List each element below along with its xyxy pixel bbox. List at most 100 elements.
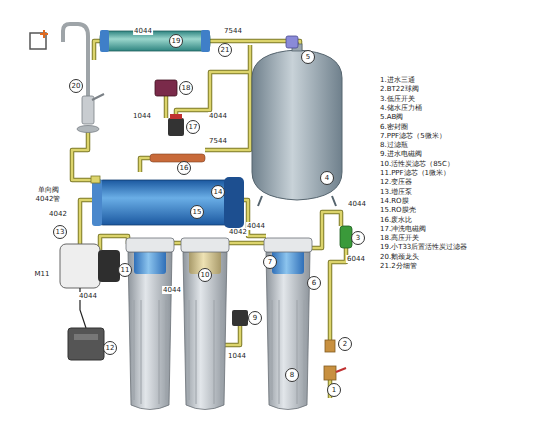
flow-restrictor xyxy=(150,154,205,162)
part-list-item: 11.PPF滤芯（1微米） xyxy=(380,169,450,178)
callout-number: 21 xyxy=(218,43,232,57)
pipe xyxy=(100,236,128,250)
pipe-label: 4044 xyxy=(347,200,367,208)
callout-number: 2 xyxy=(338,337,352,351)
pipe-outline xyxy=(72,132,95,180)
callout-number: 5 xyxy=(301,50,315,64)
pipe xyxy=(165,96,168,118)
pipe xyxy=(210,40,290,43)
pipe-label: 单向阀 xyxy=(37,186,60,194)
filter-housing xyxy=(126,238,312,410)
pipe-label: 6044 xyxy=(346,255,366,263)
inlet-valve xyxy=(336,368,346,372)
part-list-item: 7.PPF滤芯（5微米） xyxy=(380,132,446,141)
high-pressure-switch xyxy=(155,80,177,96)
filter-housing xyxy=(181,238,229,252)
booster-pump xyxy=(60,244,120,328)
part-list-item: 21.2分细管 xyxy=(380,262,417,271)
callout-number: 1 xyxy=(327,383,341,397)
callout-number: 16 xyxy=(177,161,191,175)
part-list-item: 2.BT22球阀 xyxy=(380,85,419,94)
pipe-label: 4044 xyxy=(246,222,266,230)
inlet-valve xyxy=(325,340,335,352)
callout-number: 14 xyxy=(211,185,225,199)
ro-housing xyxy=(224,177,244,228)
flow-restrictor xyxy=(150,154,205,162)
part-list-item: 9.进水电磁阀 xyxy=(380,150,422,159)
pipe-label: 4044 xyxy=(208,112,228,120)
booster-pump xyxy=(98,250,120,282)
high-pressure-switch xyxy=(155,80,177,96)
filter-housing xyxy=(126,238,174,252)
transformer xyxy=(68,328,104,360)
pipe xyxy=(330,248,346,340)
ro-housing xyxy=(91,176,244,228)
pipe-label: 4044 xyxy=(162,286,182,294)
part-list-item: 16.废水比 xyxy=(380,216,412,225)
booster-pump xyxy=(60,244,100,288)
ro-housing xyxy=(92,179,102,226)
ro-housing xyxy=(95,180,235,225)
part-list-item: 14.RO膜 xyxy=(380,197,409,206)
callout-number: 13 xyxy=(53,225,67,239)
callout-number: 12 xyxy=(103,341,117,355)
pipe xyxy=(227,242,266,245)
pipe-label: 4042管 xyxy=(35,195,62,203)
gooseneck-faucet xyxy=(92,94,104,100)
pipe-outline xyxy=(330,248,346,340)
part-list-item: 17.冲洗电磁阀 xyxy=(380,225,426,234)
pipe-label: 1044 xyxy=(227,352,247,360)
callout-number: 10 xyxy=(198,268,212,282)
flush-solenoid xyxy=(168,118,184,136)
callout-number: 19 xyxy=(169,34,183,48)
filter-housing xyxy=(189,300,221,404)
part-list-item: 18.高压开关 xyxy=(380,234,419,243)
part-list-item: 20.鹅颈龙头 xyxy=(380,253,419,262)
pipe xyxy=(205,45,250,150)
part-list-item: 19.小T33后置活性炭过滤器 xyxy=(380,243,467,252)
ab-valve xyxy=(286,36,298,48)
pipe xyxy=(310,212,341,248)
part-list-item: 6.密封圈 xyxy=(380,123,408,132)
callout-number: 4 xyxy=(320,171,334,185)
pipe-outline xyxy=(310,212,341,248)
post-carbon-filter xyxy=(100,30,210,52)
gooseneck-faucet xyxy=(77,126,99,133)
pipe-outline xyxy=(100,236,128,250)
part-list-item: 15.RO膜壳 xyxy=(380,206,416,215)
pipe-label: 1044 xyxy=(132,112,152,120)
callout-number: 6 xyxy=(307,276,321,290)
part-list-item: 4.储水压力桶 xyxy=(380,104,422,113)
post-carbon-filter xyxy=(100,30,109,52)
callout-number: 15 xyxy=(190,205,204,219)
flush-solenoid xyxy=(168,114,184,136)
pipe-label: 4042 xyxy=(48,210,68,218)
part-list-item: 12.变压器 xyxy=(380,178,412,187)
transformer xyxy=(74,334,98,340)
pipe-label: 7544 xyxy=(223,27,243,35)
storage-tank xyxy=(252,50,342,200)
post-carbon-filter xyxy=(100,31,210,51)
flush-solenoid xyxy=(170,114,182,119)
filter-housing xyxy=(272,300,304,404)
inlet-solenoid xyxy=(232,310,248,326)
inlet-solenoid xyxy=(232,310,248,326)
inlet-valve xyxy=(324,366,336,380)
callout-number: 7 xyxy=(263,255,277,269)
part-list-item: 1.进水三通 xyxy=(380,76,415,85)
callout-number: 9 xyxy=(248,311,262,325)
callout-number: 3 xyxy=(351,231,365,245)
gooseneck-faucet xyxy=(63,24,104,133)
callout-number: 18 xyxy=(179,81,193,95)
ab-valve xyxy=(286,36,298,48)
pipe-outline xyxy=(227,241,266,246)
pipe xyxy=(94,41,100,60)
pipe xyxy=(140,158,150,172)
image-icon xyxy=(40,30,48,38)
part-list-item: 8.过滤瓶 xyxy=(380,141,408,150)
storage-tank xyxy=(252,44,342,206)
filter-housing xyxy=(128,252,172,410)
pipe-label: 4042 xyxy=(228,228,248,236)
